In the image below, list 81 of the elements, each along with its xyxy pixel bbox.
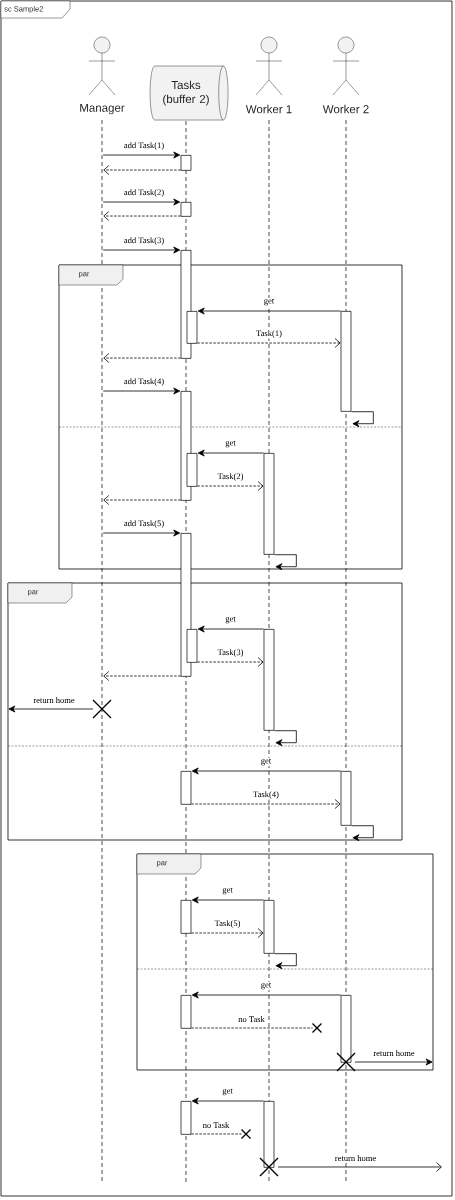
message-arrow [102,529,181,537]
destroy-mark [92,699,112,719]
activation-bar [263,629,275,731]
edge-label: get [260,757,272,767]
edge-label: Task(4) [252,790,280,800]
activation-bar [340,995,352,1063]
node-label: Worker 2 [322,104,369,114]
edge-label: add Task(5) [123,519,165,529]
destroy-mark [336,1052,356,1072]
node-label: Manager [80,103,125,115]
edge-label: Task(1) [255,329,283,339]
message-arrow [196,657,264,667]
message-arrow [103,495,182,505]
activation-bar [186,311,198,344]
actor: Manager [80,36,125,115]
message-arrow [190,799,341,809]
message-arrow [102,198,181,206]
message-arrow [197,625,265,633]
edge-label: return home [32,696,76,704]
message-arrow [354,1058,433,1066]
message-arrow [197,307,342,315]
message-arrow [197,449,265,457]
edge-label: get [224,615,237,625]
activation-bar [180,1101,192,1135]
activation-bar [186,453,198,487]
edge-label: no Task [237,1015,266,1023]
activation-bar [263,453,275,555]
activation-bar [263,1101,275,1168]
message-arrow [277,1162,442,1172]
message-arrow [196,338,341,348]
self-message-arrow [350,825,374,842]
lost-mark [240,1128,252,1140]
edge-label: add Task(3) [123,236,165,246]
node-label: Worker 1 [245,104,292,114]
actor: Worker 2 [322,36,369,114]
edge-label: return home [334,1154,377,1162]
edge-label: no Task [201,1121,231,1129]
activation-bar [263,900,275,954]
edge-label: Task(5) [213,919,242,929]
self-message-arrow [273,730,297,747]
lifeline [101,119,103,1184]
queue-cylinder: Tasks (buffer 2) [149,65,229,121]
message-arrow [102,151,181,159]
message-arrow [103,211,182,221]
edge-label: get [221,1087,234,1097]
message-arrow [8,705,94,713]
self-message-arrow [273,953,297,970]
edge-label: get [260,981,272,991]
activation-bar [180,155,192,171]
activation-bar [180,900,192,934]
edge-label: Task(3) [216,648,245,658]
message-arrow [191,896,265,904]
activation-bar [180,771,192,805]
activation-bar [340,771,352,826]
edge-label: add Task(4) [123,377,165,387]
activation-bar [340,311,352,412]
self-message-arrow [350,411,374,428]
activation-bar [180,202,192,217]
message-arrow [196,481,264,491]
activation-bar [186,629,198,663]
edge-label: get [263,297,275,307]
message-arrow [102,246,181,254]
activation-bar [180,995,192,1029]
message-arrow [191,767,342,775]
lost-mark [311,1022,323,1034]
message-arrow [102,387,181,395]
message-arrow [190,928,264,938]
edge-label: return home [372,1049,416,1057]
edge-label: get [224,439,237,449]
edge-label: add Task(2) [123,188,165,198]
message-arrow [191,991,342,999]
message-arrow [191,1097,265,1105]
actor: Worker 1 [245,36,292,114]
message-arrow [103,165,182,175]
destroy-mark [259,1157,279,1177]
message-arrow [103,671,182,681]
self-message-arrow [273,554,297,571]
edge-label: Task(2) [216,472,245,482]
edge-label: add Task(1) [123,141,165,151]
edge-label: get [221,886,234,896]
message-arrow [103,353,182,363]
